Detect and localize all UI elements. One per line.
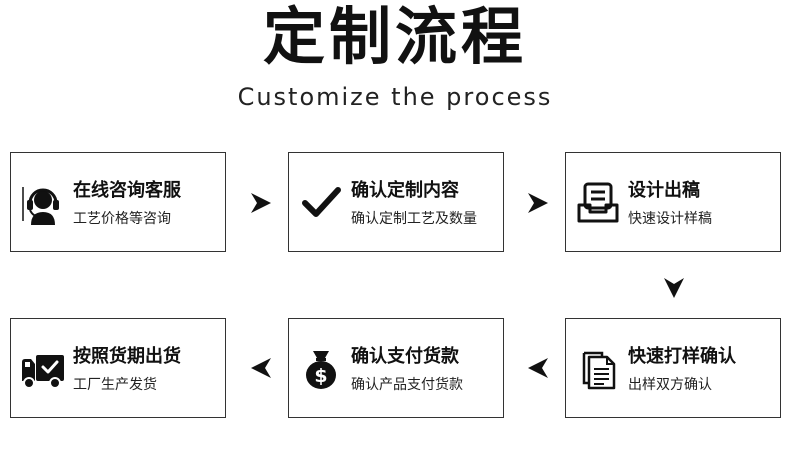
documents-icon: [576, 347, 620, 391]
step-confirm-payment: $ 确认支付货款 确认产品支付货款: [288, 318, 504, 418]
step-desc: 工艺价格等咨询: [73, 211, 171, 227]
checkmark-icon: [299, 181, 343, 225]
step-desc: 工厂生产发货: [73, 377, 157, 393]
step-desc: 快速设计样稿: [628, 211, 712, 227]
page-title: 定制流程: [262, 0, 527, 73]
money-bag-icon: $: [299, 347, 343, 391]
step-desc: 确认定制工艺及数量: [351, 211, 477, 227]
arrow-left-icon: [249, 356, 273, 380]
step-ship-goods: 按照货期出货 工厂生产发货: [10, 318, 226, 418]
headset-icon: [21, 181, 65, 225]
step-desc: 出样双方确认: [628, 377, 712, 393]
arrow-left-icon: [526, 356, 550, 380]
arrow-right-icon: [526, 191, 550, 215]
step-title: 快速打样确认: [628, 346, 736, 367]
arrow-down-icon: [662, 276, 686, 300]
step-title: 确认支付货款: [351, 346, 459, 367]
step-title: 确认定制内容: [351, 180, 459, 201]
step-design-draft: 设计出稿 快速设计样稿: [565, 152, 781, 252]
inbox-tray-icon: [576, 181, 620, 225]
svg-text:$: $: [314, 365, 327, 387]
step-quick-sample: 快速打样确认 出样双方确认: [565, 318, 781, 418]
step-title: 按照货期出货: [73, 346, 181, 367]
delivery-truck-icon: [21, 347, 65, 391]
step-desc: 确认产品支付货款: [351, 377, 463, 393]
step-online-consult: 在线咨询客服 工艺价格等咨询: [10, 152, 226, 252]
step-title: 在线咨询客服: [73, 180, 181, 201]
step-title: 设计出稿: [628, 180, 700, 201]
page-subtitle: Customize the process: [237, 83, 553, 111]
arrow-right-icon: [249, 191, 273, 215]
step-confirm-content: 确认定制内容 确认定制工艺及数量: [288, 152, 504, 252]
